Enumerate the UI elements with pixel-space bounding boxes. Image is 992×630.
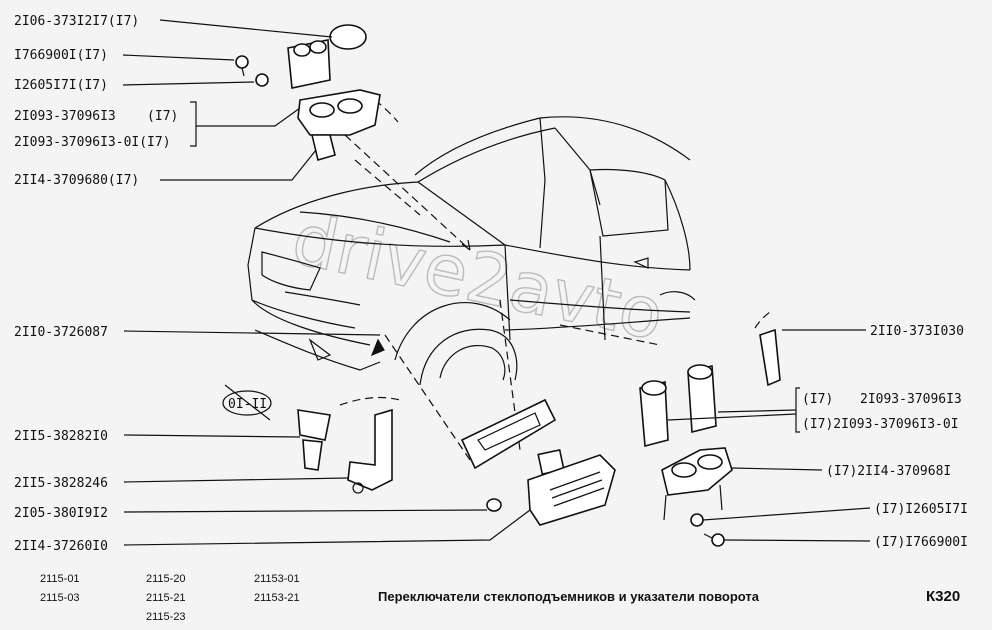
switch-block-right	[639, 364, 717, 448]
watermark: drive2avto	[286, 198, 671, 356]
label-21093-a: 2I093-37096I3 (I7)	[14, 109, 178, 124]
model-col1-1: 2115-03	[40, 592, 80, 604]
dash-path-1	[344, 134, 471, 251]
panel-plate-right	[759, 328, 781, 387]
cap-part	[329, 24, 367, 50]
diagram-caption: Переключатели стеклоподъемников и указат…	[378, 589, 760, 604]
page-code: К320	[926, 588, 960, 605]
connector-part	[297, 409, 331, 471]
dash-arc-right	[754, 311, 771, 329]
dash-arc-left	[339, 396, 401, 406]
model-col2-1: 2115-21	[146, 592, 186, 604]
washer-right	[690, 513, 704, 527]
bulb-part	[486, 498, 502, 512]
screw-top	[235, 55, 249, 77]
model-col2-0: 2115-20	[146, 573, 186, 585]
label-r-1260517: (I7)I2605I7I	[874, 502, 968, 517]
label-1766900-top: I766900I(I7)	[14, 48, 108, 63]
label-2110-3726087: 2II0-3726087	[14, 325, 108, 340]
label-1260517-top: I2605I7I(I7)	[14, 78, 108, 93]
label-r-2114-370968i: (I7)2II4-370968I	[826, 464, 951, 479]
turn-lamp-part	[527, 454, 616, 526]
label-r-21093-b: (I7)2I093-37096I3-0I	[802, 417, 959, 432]
label-2105-38019i2: 2I05-380I9I2	[14, 506, 108, 521]
dash-path-3	[384, 334, 471, 461]
label-2115-3828246: 2II5-3828246	[14, 476, 108, 491]
switch-housing-top	[297, 89, 381, 162]
crossed-note: 0I-II	[222, 384, 272, 421]
switch-housing-right	[661, 447, 733, 521]
trim-plate-part	[460, 398, 557, 470]
label-r-21093-a: 2I093-37096I3	[860, 392, 962, 407]
dash-path-2	[354, 159, 421, 216]
screw-right	[703, 533, 725, 547]
model-col1-0: 2115-01	[40, 573, 80, 585]
label-r-1766900: (I7)I766900I	[874, 535, 968, 550]
washer-top	[255, 73, 269, 87]
dash-path-5	[559, 324, 661, 346]
switch-block-top	[287, 39, 331, 89]
label-2114-37260i0: 2II4-37260I0	[14, 539, 108, 554]
model-col3-1: 21153-21	[254, 592, 300, 604]
label-2110-373i030: 2II0-373I030	[870, 324, 964, 339]
arrow-1	[461, 239, 471, 251]
crossed-note-text: 0I-II	[228, 397, 267, 412]
label-2114-3709680: 2II4-3709680(I7)	[14, 173, 139, 188]
arrow-2	[370, 338, 385, 357]
label-21093-b: 2I093-37096I3-0I(I7)	[14, 135, 171, 150]
bracket-part	[347, 408, 393, 494]
label-2106-3731217: 2I06-373I2I7(I7)	[14, 14, 139, 29]
car-body-outline	[247, 116, 696, 386]
label-2115-38282i0: 2II5-38282I0	[14, 429, 108, 444]
label-r-21093-a-pre: (I7)	[802, 392, 833, 407]
model-col2-2: 2115-23	[146, 611, 186, 623]
model-col3-0: 21153-01	[254, 573, 300, 585]
